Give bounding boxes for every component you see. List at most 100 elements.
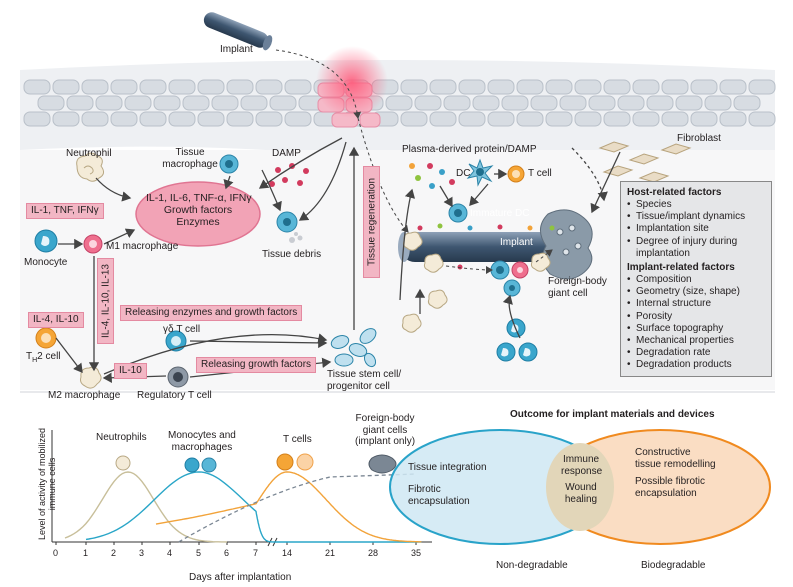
tissue-regeneration-box: Tissue regeneration bbox=[363, 166, 380, 278]
implant-macrophage-icon bbox=[490, 260, 510, 280]
fbgc-label: Foreign-body giant cell bbox=[548, 276, 607, 299]
t-cell-label: T cell bbox=[528, 168, 552, 179]
x-tick-label: 21 bbox=[325, 548, 336, 558]
outcome-venn bbox=[389, 429, 771, 545]
mono-series-label: Monocytes and macrophages bbox=[168, 430, 236, 453]
x-tick-label: 5 bbox=[196, 548, 202, 558]
treg-cell-icon bbox=[167, 366, 189, 388]
tcells-series-label: T cells bbox=[283, 434, 312, 445]
implant-factors-title: Implant-related factors bbox=[627, 262, 735, 274]
tcells-curve bbox=[155, 471, 422, 543]
incoming-neutrophil-icon bbox=[427, 289, 448, 309]
chart-fbgc-icon bbox=[368, 454, 397, 474]
venn-left-label: Non-degradable bbox=[496, 560, 568, 571]
implant-label: Implant bbox=[220, 44, 253, 55]
host-factor-item: Implantation site bbox=[627, 223, 765, 235]
host-factor-item: Species bbox=[627, 199, 765, 211]
x-tick-label: 28 bbox=[368, 548, 379, 558]
epithelium-layer bbox=[23, 79, 776, 127]
injury-glow bbox=[316, 46, 388, 118]
gd-t-cell-icon bbox=[165, 330, 187, 352]
m1-macrophage-icon bbox=[83, 234, 103, 254]
fbgc-dashed-arrow bbox=[445, 265, 493, 274]
debris-macrophage-icon bbox=[276, 211, 298, 233]
monocyte-icon bbox=[34, 229, 58, 253]
outcome-title: Outcome for implant materials and device… bbox=[510, 409, 715, 420]
implant-center-label: Implant bbox=[500, 237, 533, 248]
th2-cell-label: TH2 cell bbox=[26, 351, 61, 364]
incoming-monocyte3-icon bbox=[496, 342, 516, 362]
chart-macrophage-icon bbox=[201, 457, 217, 473]
il4-il10-il13-box: IL-4, IL-10, IL-13 bbox=[97, 258, 114, 344]
m2-macrophage-label: M2 macrophage bbox=[48, 390, 121, 401]
implant-factor-item: Mechanical properties bbox=[627, 335, 765, 347]
x-tick-label: 0 bbox=[53, 548, 59, 558]
host-factor-item: Degree of injury during implantation bbox=[627, 236, 765, 260]
m1-macrophage-label: M1 macrophage bbox=[106, 241, 179, 252]
implant-insertion-arrow bbox=[275, 49, 362, 119]
neutrophils-series-label: Neutrophils bbox=[96, 432, 147, 443]
x-tick-label: 4 bbox=[167, 548, 173, 558]
venn-right-text-2: Possible fibrotic encapsulation bbox=[635, 476, 706, 499]
chart-tcell2-icon bbox=[296, 453, 314, 471]
dendritic-cell-icon bbox=[466, 158, 494, 187]
implant-factor-item: Surface topography bbox=[627, 323, 765, 335]
implant-m1-icon bbox=[511, 261, 529, 279]
tissue-debris-label: Tissue debris bbox=[262, 249, 322, 260]
venn-left-text-2: Fibrotic encapsulation bbox=[408, 484, 470, 507]
fbgc-curve bbox=[178, 473, 417, 543]
releasing-growth-box: Releasing growth factors bbox=[196, 357, 317, 373]
implant-neutrophil-icon bbox=[402, 231, 423, 251]
host-factors-title: Host-related factors bbox=[627, 187, 722, 198]
incoming-monocyte2-icon bbox=[518, 342, 538, 362]
neutrophils-curve bbox=[64, 471, 228, 543]
t-cell-icon bbox=[507, 165, 525, 183]
venn-center-text-2: Wound healing bbox=[564, 482, 598, 505]
tissue-debris-icon bbox=[289, 232, 303, 243]
monocytes-curve bbox=[85, 471, 422, 543]
chart-tcell-icon bbox=[276, 453, 294, 471]
treg-label: Regulatory T cell bbox=[137, 390, 212, 401]
implant-factor-item: Composition bbox=[627, 274, 765, 286]
implant-factor-item: Porosity bbox=[627, 311, 765, 323]
implant-dashed-arrow bbox=[357, 117, 409, 233]
incoming-neutrophil2-icon bbox=[401, 313, 422, 333]
plasma-protein-label: Plasma-derived protein/DAMP bbox=[402, 144, 537, 155]
chart-ylabel: Level of activity of mobilized immune ce… bbox=[37, 427, 57, 541]
implant-rod-icon bbox=[203, 12, 273, 51]
implant-factor-item: Degradation rate bbox=[627, 347, 765, 359]
implant-factor-item: Geometry (size, shape) bbox=[627, 286, 765, 298]
x-tick-label: 7 bbox=[253, 548, 259, 558]
fibroblast-icons bbox=[598, 141, 692, 183]
releasing-enzymes-box: Releasing enzymes and growth factors bbox=[120, 305, 303, 321]
tissue-macrophage-label: Tissue macrophage bbox=[162, 147, 218, 170]
venn-center-text-1: Immune response bbox=[561, 454, 603, 477]
tissue-macrophage-icon bbox=[219, 154, 239, 174]
x-tick-label: 2 bbox=[111, 548, 117, 558]
x-tick-label: 6 bbox=[224, 548, 230, 558]
host-factor-item: Tissue/implant dynamics bbox=[627, 211, 765, 223]
chart-xlabel: Days after implantation bbox=[189, 572, 292, 583]
il10-box: IL-10 bbox=[114, 363, 147, 379]
th2-cell-icon bbox=[35, 327, 57, 349]
venn-right-text-1: Constructive tissue remodelling bbox=[635, 447, 716, 470]
implant-macrophage2-icon bbox=[503, 279, 521, 297]
x-tick-label: 3 bbox=[139, 548, 145, 558]
damp-label: DAMP bbox=[272, 148, 301, 159]
cytokine-ellipse bbox=[135, 181, 261, 247]
implant-factor-item: Internal structure bbox=[627, 298, 765, 310]
chart-monocyte-icon bbox=[184, 457, 200, 473]
immature-dc-icon bbox=[448, 203, 468, 223]
implant-factor-item: Degradation products bbox=[627, 359, 765, 371]
stem-cell-label: Tissue stem cell/ progenitor cell bbox=[327, 369, 402, 392]
il4-il10-box: IL-4, IL-10 bbox=[28, 312, 84, 328]
il1-tnf-ifn-box: IL-1, TNF, IFNγ bbox=[26, 203, 104, 219]
x-tick-label: 35 bbox=[411, 548, 422, 558]
x-tick-label: 1 bbox=[83, 548, 89, 558]
fibroblast-label: Fibroblast bbox=[677, 133, 721, 144]
fbgc-icon bbox=[540, 209, 593, 280]
venn-left-text-1: Tissue integration bbox=[408, 462, 487, 473]
monocyte-label: Monocyte bbox=[24, 257, 68, 268]
